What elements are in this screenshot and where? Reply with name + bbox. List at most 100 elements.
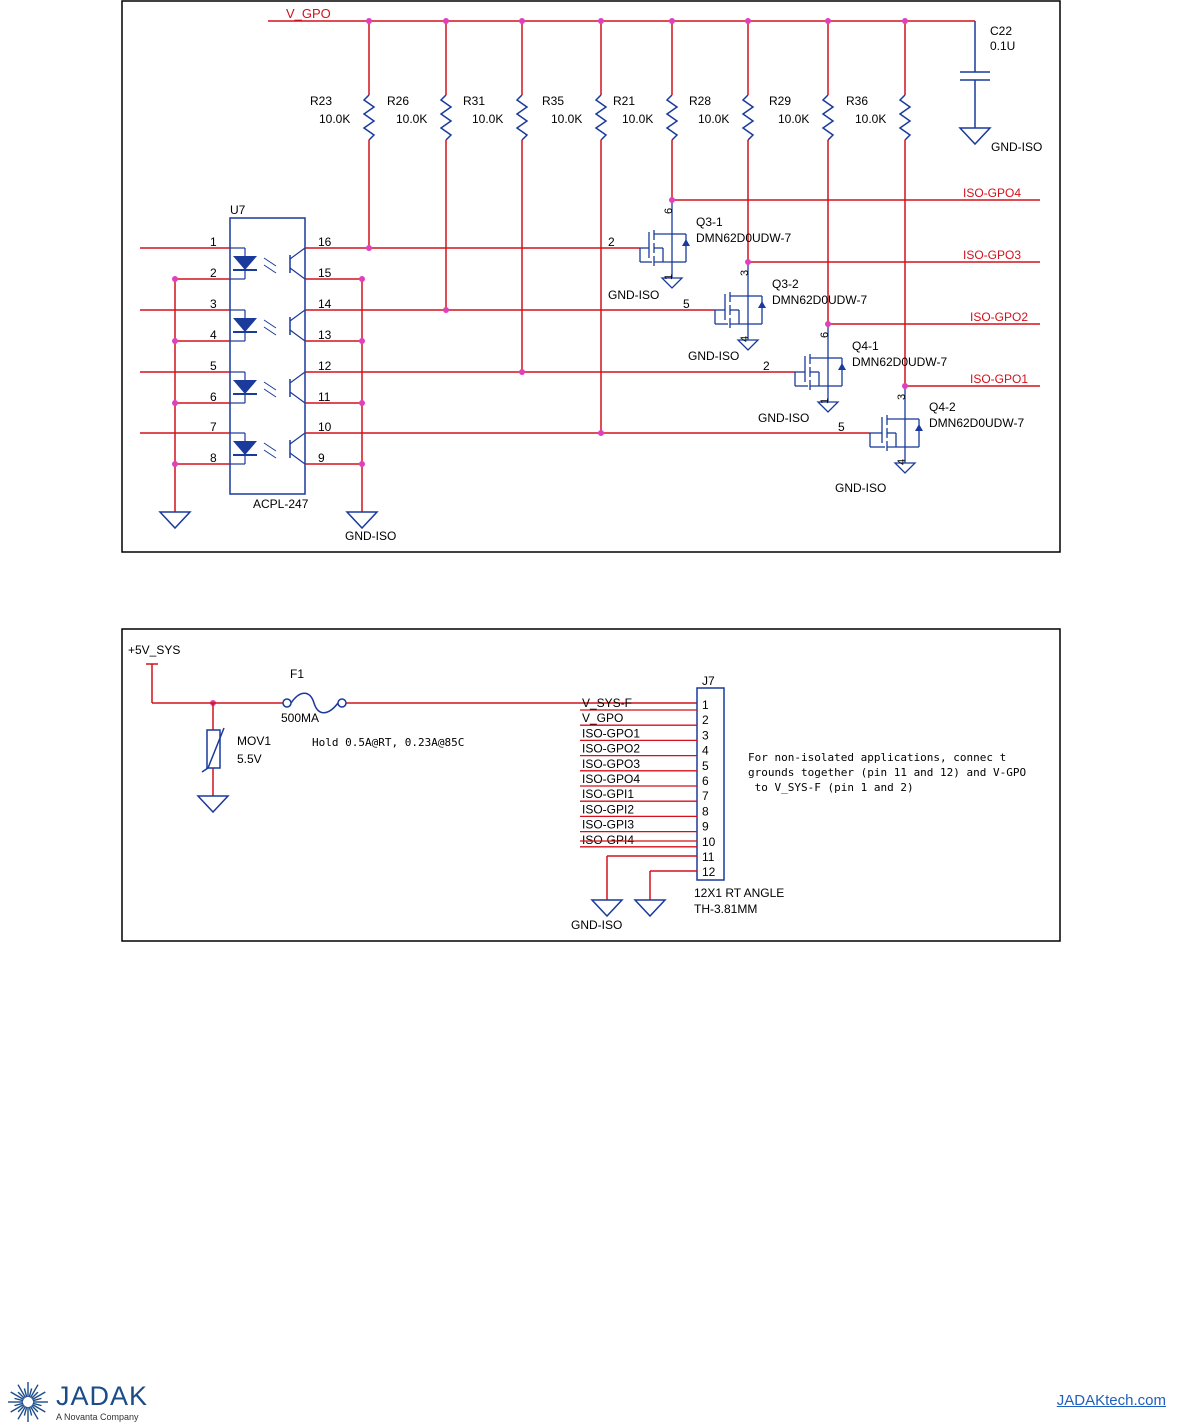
mosfet-ref: Q4-1 [852, 339, 879, 353]
brand-tagline: A Novanta Company [56, 1411, 139, 1422]
supply-label: +5V_SYS [128, 643, 180, 657]
junction-dot [359, 276, 365, 282]
connector-net-label: ISO-GPI4 [582, 833, 634, 847]
note-line-1: For non-isolated applications, connec t [748, 751, 1006, 764]
schematic-2: +5V_SYS F1 500MA Hold 0.5A@RT, 0.23A@85C… [121, 628, 1061, 942]
mosfet-gnd-label: GND-ISO [608, 288, 659, 302]
junction-dot [366, 18, 372, 24]
connector-net-label: ISO-GPO2 [582, 742, 640, 756]
connector-gnd-label: GND-ISO [571, 918, 622, 932]
gate-pin: 5 [838, 420, 845, 434]
junction-dot [172, 400, 178, 406]
note-line-2: grounds together (pin 11 and 12) and V-G… [748, 766, 1026, 779]
pin-number: 11 [318, 390, 331, 404]
mosfet-ref: Q3-2 [772, 277, 799, 291]
resistor-ref: R28 [689, 94, 711, 108]
c22-gnd-label: GND-ISO [991, 140, 1042, 154]
resistor-group: R2310.0KR2610.0KR3110.0KR3510.0KR2110.0K… [310, 21, 912, 433]
connector-part2: TH-3.81MM [694, 902, 757, 916]
resistor-ref: R21 [613, 94, 635, 108]
pin-number: 8 [210, 451, 217, 465]
resistor-ref: R31 [463, 94, 485, 108]
junction-dot [366, 245, 372, 251]
source-pin: 1 [819, 398, 831, 404]
mov-mov1 [196, 727, 230, 814]
connector-pin-7: 7 [702, 789, 709, 803]
drain-pin: 3 [896, 394, 908, 400]
fuse-value: 500MA [281, 711, 319, 725]
input-wires [140, 247, 363, 512]
resistor-value: 10.0K [319, 112, 350, 126]
connector-pin-11: 11 [702, 850, 715, 864]
connector-pin-2: 2 [702, 713, 709, 727]
pin-number: 10 [318, 420, 332, 434]
collector-wires [305, 247, 870, 434]
connector-pin-9: 9 [702, 820, 709, 834]
gate-pin: 5 [683, 297, 690, 311]
connector-ground-symbols [590, 899, 667, 918]
junction-dot [669, 197, 675, 203]
c22-value: 0.1U [990, 39, 1015, 53]
footer-link[interactable]: JADAKtech.com [1056, 1392, 1166, 1409]
ic-u7-body [229, 217, 306, 495]
junction-dot [443, 307, 449, 313]
mosfet-group: Q3-1DMN62D0UDW-7261GND-ISOQ3-2DMN62D0UDW… [608, 200, 1024, 495]
gate-pin: 2 [763, 359, 770, 373]
junction-dot [359, 338, 365, 344]
connector-pins: 1V_SYS-F2V_GPO3ISO-GPO14ISO-GPO25ISO-GPO… [580, 696, 716, 879]
connector-net-label: ISO-GPI1 [582, 787, 634, 801]
ic-u7-ref: U7 [230, 203, 246, 217]
pin-number: 7 [210, 420, 217, 434]
connector-pin-1: 1 [702, 698, 709, 712]
fuse-f1 [282, 692, 347, 714]
starburst-icon [8, 1382, 48, 1422]
junction-dot [519, 18, 525, 24]
junction-dot [172, 338, 178, 344]
capacitor-c22 [958, 21, 992, 146]
rail-label: V_GPO [286, 6, 331, 21]
resistor-r29: R29 10.0K [769, 21, 835, 324]
junction-dot [443, 18, 449, 24]
connector-pin-10: 10 [702, 835, 716, 849]
source-pin: 4 [739, 336, 751, 342]
connector-net-label: V_SYS-F [582, 696, 632, 710]
pin-number: 2 [210, 266, 217, 280]
resistor-value: 10.0K [698, 112, 729, 126]
fuse-note: Hold 0.5A@RT, 0.23A@85C [312, 736, 464, 749]
u7-gnd-label: GND-ISO [345, 529, 396, 543]
schematic-1: V_GPO C22 0.1U GND-ISO R2310.0KR2610.0KR… [121, 0, 1061, 706]
connector-ground-wires [606, 855, 697, 900]
junction-dot [825, 18, 831, 24]
connector-part1: 12X1 RT ANGLE [694, 886, 784, 900]
resistor-ref: R29 [769, 94, 791, 108]
pin-number: 6 [210, 390, 217, 404]
mosfet-gnd-label: GND-ISO [758, 411, 809, 425]
output-label-gpo1: ISO-GPO1 [970, 372, 1028, 386]
drain-pin: 3 [739, 270, 751, 276]
pin-number: 4 [210, 328, 217, 342]
junction-dot [359, 400, 365, 406]
resistor-ref: R35 [542, 94, 564, 108]
mosfet-part: DMN62D0UDW-7 [772, 293, 867, 307]
connector-ref: J7 [702, 674, 715, 688]
junction-dot [598, 430, 604, 436]
connector-net-label: ISO-GPO4 [582, 772, 640, 786]
fuse-ref: F1 [290, 667, 304, 681]
connector-j7-body [696, 687, 725, 881]
resistor-value: 10.0K [855, 112, 886, 126]
junction-dot [745, 259, 751, 265]
pin-number: 9 [318, 451, 325, 465]
connector-net-label: ISO-GPO1 [582, 726, 640, 740]
mosfet-ref: Q4-2 [929, 400, 956, 414]
supply-wires [146, 663, 697, 796]
pin-number: 3 [210, 297, 217, 311]
resistor-value: 10.0K [778, 112, 809, 126]
junction-dot [598, 18, 604, 24]
schematic-2-frame [121, 628, 1061, 942]
